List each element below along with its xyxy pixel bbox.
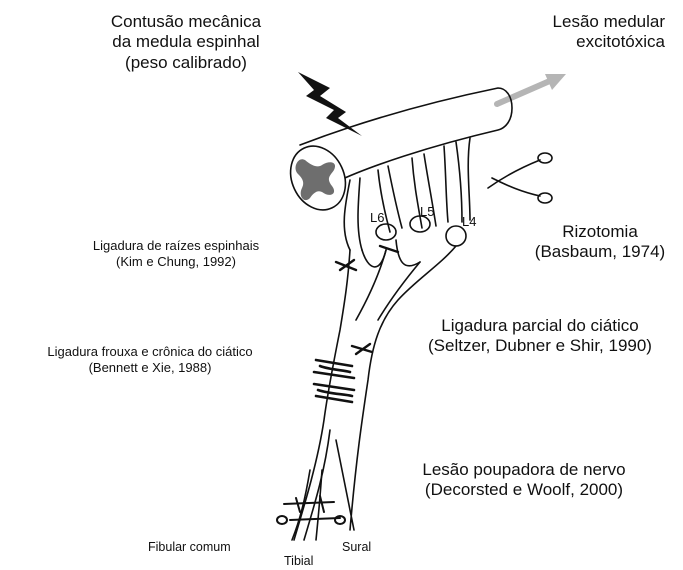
label-raizes: Ligadura de raízes espinhais (Kim e Chun… bbox=[93, 238, 259, 269]
label-contusao-line1: Contusão mecânica bbox=[111, 12, 261, 32]
label-raizes-line2: (Kim e Chung, 1992) bbox=[93, 254, 259, 270]
label-contusao-line3: (peso calibrado) bbox=[111, 53, 261, 73]
label-rizotomia: Rizotomia (Basbaum, 1974) bbox=[535, 222, 665, 263]
label-frouxa-line2: (Bennett e Xie, 1988) bbox=[47, 360, 252, 376]
label-poupadora-line1: Lesão poupadora de nervo bbox=[422, 460, 625, 480]
label-frouxa-line1: Ligadura frouxa e crônica do ciático bbox=[47, 344, 252, 360]
label-fibular: Fibular comum bbox=[148, 540, 231, 555]
label-sural: Sural bbox=[342, 540, 371, 555]
label-l4: L4 bbox=[462, 214, 476, 230]
loose-ligature bbox=[314, 360, 354, 402]
partial-ligature bbox=[352, 344, 372, 354]
label-rizotomia-line1: Rizotomia bbox=[535, 222, 665, 242]
label-parcial: Ligadura parcial do ciático (Seltzer, Du… bbox=[428, 316, 652, 357]
label-tibial: Tibial bbox=[284, 554, 313, 569]
label-parcial-line1: Ligadura parcial do ciático bbox=[428, 316, 652, 336]
label-raizes-line1: Ligadura de raízes espinhais bbox=[93, 238, 259, 254]
label-poupadora: Lesão poupadora de nervo (Decorsted e Wo… bbox=[422, 460, 625, 501]
label-parcial-line2: (Seltzer, Dubner e Shir, 1990) bbox=[428, 336, 652, 356]
scissors-icon bbox=[488, 153, 552, 203]
label-contusao: Contusão mecânica da medula espinhal (pe… bbox=[111, 12, 261, 73]
label-lesao-medular-line1: Lesão medular bbox=[553, 12, 665, 32]
label-l5: L5 bbox=[420, 204, 434, 220]
label-poupadora-line2: (Decorsted e Woolf, 2000) bbox=[422, 480, 625, 500]
label-lesao-medular-line2: excitotóxica bbox=[553, 32, 665, 52]
spared-nerve-ligature bbox=[277, 496, 345, 524]
label-lesao-medular: Lesão medular excitotóxica bbox=[553, 12, 665, 53]
excitotoxic-arrow bbox=[497, 80, 552, 104]
spinal-cord bbox=[280, 88, 512, 219]
root-ligature bbox=[336, 246, 398, 270]
label-contusao-line2: da medula espinhal bbox=[111, 32, 261, 52]
label-l6: L6 bbox=[370, 210, 384, 226]
label-frouxa: Ligadura frouxa e crônica do ciático (Be… bbox=[47, 344, 252, 375]
label-rizotomia-line2: (Basbaum, 1974) bbox=[535, 242, 665, 262]
